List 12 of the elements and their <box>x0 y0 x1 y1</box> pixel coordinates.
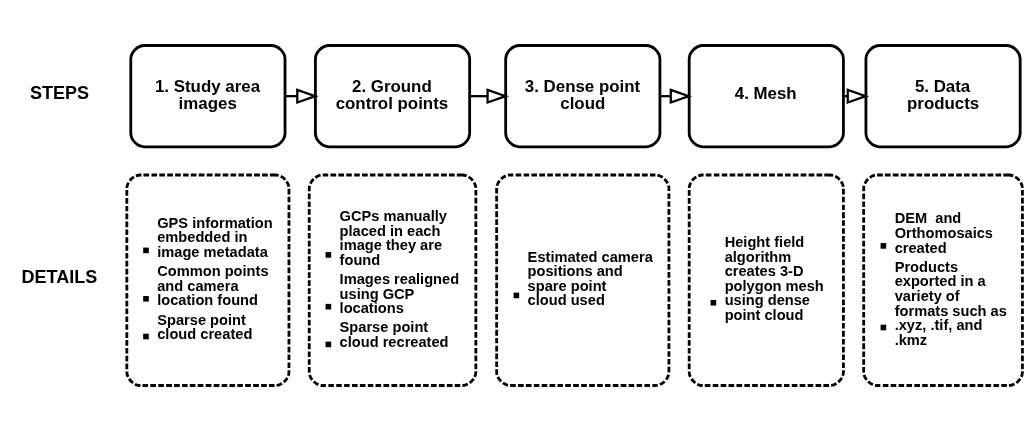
node-box: DEM and Orthomosaics created Products exported in a variety of formats such as .xyz, .tif, and .kmz <box>862 173 1024 387</box>
node-box: GPS information embedded in image metadata Common points and camera location found Sparse point cloud created <box>125 173 291 387</box>
node-box: 5. Data products <box>864 44 1022 149</box>
node-box: 3. Dense point cloud <box>504 44 662 149</box>
node-box: 4. Mesh <box>687 44 845 149</box>
node-box: Height field algorithm creates 3-D polygon mesh using dense point cloud <box>687 173 845 387</box>
node-box: 1. Study area images <box>129 44 287 149</box>
node-box: Estimated camera positions and spare point cloud used <box>495 173 671 387</box>
node-box: 2. Ground control points <box>314 44 472 149</box>
node-box: GCPs manually placed in each image they are found Images realigned using GCP locations Sparse point cloud recreated <box>307 173 478 387</box>
label: STEPS <box>30 83 90 104</box>
label: DETAILS <box>21 267 98 288</box>
